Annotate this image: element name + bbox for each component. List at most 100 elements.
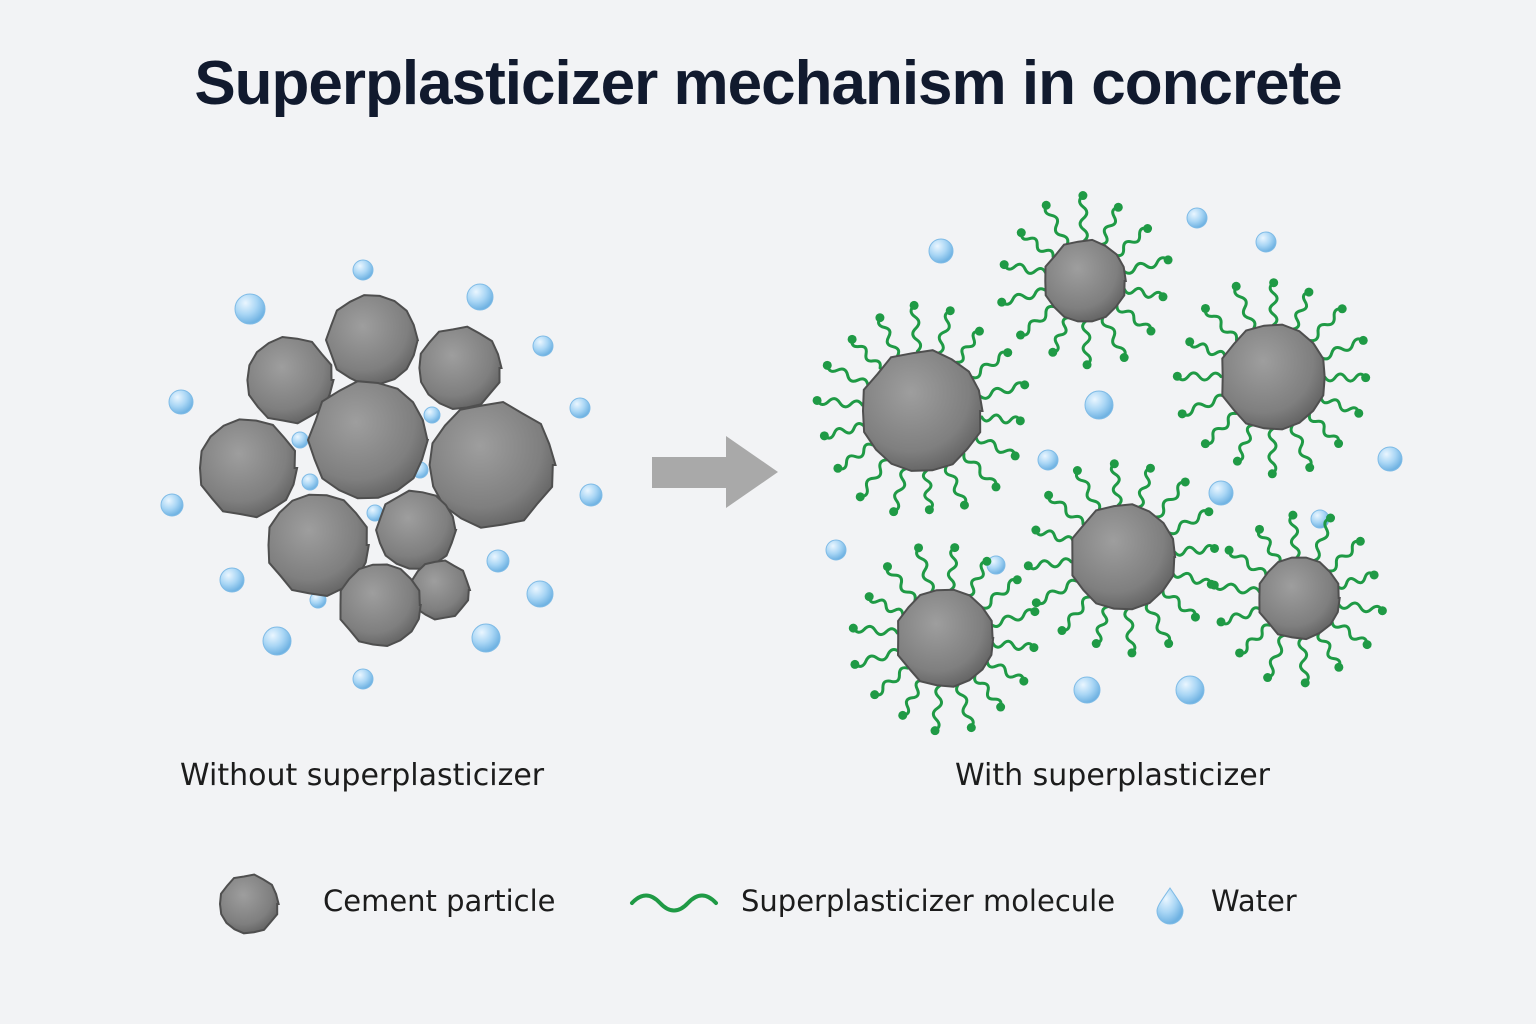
superplasticizer-molecule bbox=[955, 682, 976, 733]
superplasticizer-molecule bbox=[991, 639, 1039, 653]
cement-particle bbox=[246, 335, 335, 425]
water-droplet bbox=[1377, 446, 1403, 472]
cement-particle bbox=[428, 400, 557, 529]
superplasticizer-molecule bbox=[1335, 570, 1379, 590]
superplasticizer-molecule bbox=[1072, 466, 1102, 513]
caption-without-superplasticizer: Without superplasticizer bbox=[180, 758, 545, 793]
water-droplet bbox=[532, 335, 554, 357]
water-droplet bbox=[825, 539, 847, 561]
superplasticizer-molecule bbox=[980, 575, 1022, 610]
dispersed-particles bbox=[812, 191, 1403, 736]
water-droplet bbox=[262, 626, 292, 656]
cement-particle bbox=[1044, 238, 1127, 323]
arrow-icon bbox=[652, 436, 778, 508]
superplasticizer-molecule bbox=[1057, 595, 1092, 636]
water-droplet bbox=[234, 293, 266, 325]
superplasticizer-molecule bbox=[1297, 636, 1310, 688]
superplasticizer-molecule bbox=[1319, 395, 1364, 418]
superplasticizer-molecule bbox=[980, 413, 1025, 426]
water-droplet bbox=[466, 283, 494, 311]
superplasticizer-molecule bbox=[997, 287, 1048, 307]
cement-particle bbox=[306, 380, 430, 500]
superplasticizer-molecule bbox=[855, 458, 889, 502]
superplasticizer-molecule bbox=[1316, 631, 1344, 672]
water-droplet bbox=[1175, 675, 1205, 705]
superplasticizer-molecule bbox=[1122, 255, 1173, 275]
superplasticizer-molecule bbox=[943, 464, 969, 510]
superplasticizer-molecule bbox=[864, 592, 905, 617]
superplasticizer-molecule bbox=[1122, 286, 1168, 302]
superplasticizer-molecule bbox=[812, 395, 864, 409]
superplasticizer-molecule bbox=[889, 467, 908, 517]
water-droplet bbox=[928, 238, 954, 264]
legend-label-water: Water bbox=[1211, 884, 1297, 918]
water-droplet bbox=[486, 549, 510, 573]
page-title: Superplasticizer mechanism in concrete bbox=[194, 49, 1342, 118]
superplasticizer-molecule bbox=[819, 422, 866, 441]
superplasticizer-molecule bbox=[1323, 372, 1371, 383]
cement-particle-icon bbox=[218, 873, 280, 935]
superplasticizer-molecule bbox=[1177, 393, 1227, 419]
cement-particle bbox=[339, 563, 422, 648]
cement-particle bbox=[324, 294, 420, 386]
superplasticizer-molecule bbox=[914, 543, 935, 594]
superplasticizer-molecule-icon bbox=[630, 893, 718, 913]
water-droplet bbox=[1084, 390, 1114, 420]
superplasticizer-molecule bbox=[1267, 427, 1278, 479]
superplasticizer-molecule bbox=[978, 380, 1030, 400]
superplasticizer-molecule bbox=[1041, 200, 1070, 247]
water-droplet bbox=[579, 483, 603, 507]
superplasticizer-molecule bbox=[1031, 578, 1079, 608]
coated-cement-particle bbox=[1023, 459, 1220, 658]
cement-particle bbox=[198, 418, 299, 519]
water-droplet bbox=[569, 397, 591, 419]
cement-particle bbox=[375, 489, 458, 570]
water-droplet bbox=[301, 473, 319, 491]
superplasticizer-molecule bbox=[1200, 303, 1239, 342]
superplasticizer-molecule bbox=[882, 562, 917, 603]
superplasticizer-molecule bbox=[1200, 411, 1238, 449]
superplasticizer-molecule bbox=[1319, 335, 1368, 361]
superplasticizer-molecule bbox=[1291, 287, 1314, 331]
superplasticizer-molecule bbox=[875, 313, 901, 358]
coated-cement-particle bbox=[997, 191, 1173, 370]
superplasticizer-molecule bbox=[1288, 510, 1301, 560]
superplasticizer-molecule bbox=[921, 469, 934, 515]
superplasticizer-molecule bbox=[1326, 536, 1365, 573]
water-droplet bbox=[219, 567, 245, 593]
water-droplet bbox=[1208, 480, 1234, 506]
superplasticizer-molecule bbox=[1263, 633, 1286, 683]
superplasticizer-molecule bbox=[1172, 371, 1223, 382]
superplasticizer-molecule bbox=[1016, 228, 1055, 259]
water-droplet bbox=[352, 259, 374, 281]
superplasticizer-molecule bbox=[1171, 570, 1216, 589]
superplasticizer-molecule bbox=[1268, 278, 1279, 327]
agglomerated-cluster bbox=[160, 259, 603, 690]
superplasticizer-molecule bbox=[1154, 477, 1190, 519]
superplasticizer-molecule bbox=[1144, 601, 1174, 649]
superplasticizer-molecule bbox=[1123, 607, 1137, 658]
superplasticizer-molecule bbox=[1308, 304, 1347, 343]
coated-cement-particle bbox=[1172, 278, 1371, 479]
cement-particle bbox=[418, 325, 503, 411]
superplasticizer-molecule bbox=[850, 648, 901, 669]
superplasticizer-molecule bbox=[1235, 623, 1272, 658]
superplasticizer-molecule bbox=[1307, 412, 1344, 449]
superplasticizer-molecule bbox=[1048, 316, 1070, 357]
superplasticizer-molecule bbox=[930, 684, 943, 736]
superplasticizer-molecule bbox=[1209, 580, 1261, 595]
superplasticizer-molecule bbox=[1312, 513, 1336, 563]
superplasticizer-molecule bbox=[1081, 319, 1092, 370]
superplasticizer-molecule bbox=[898, 678, 924, 720]
legend-label-cement: Cement particle bbox=[323, 884, 556, 918]
superplasticizer-molecule bbox=[870, 666, 910, 700]
superplasticizer-molecule bbox=[985, 659, 1029, 686]
superplasticizer-molecule bbox=[848, 623, 899, 637]
water-droplet bbox=[1073, 676, 1101, 704]
water-droplet bbox=[1037, 449, 1059, 471]
superplasticizer-molecule bbox=[1100, 202, 1123, 246]
superplasticizer-molecule bbox=[822, 360, 870, 387]
superplasticizer-molecule bbox=[1136, 463, 1155, 509]
superplasticizer-molecule bbox=[1289, 423, 1315, 473]
water-droplet bbox=[526, 580, 554, 608]
